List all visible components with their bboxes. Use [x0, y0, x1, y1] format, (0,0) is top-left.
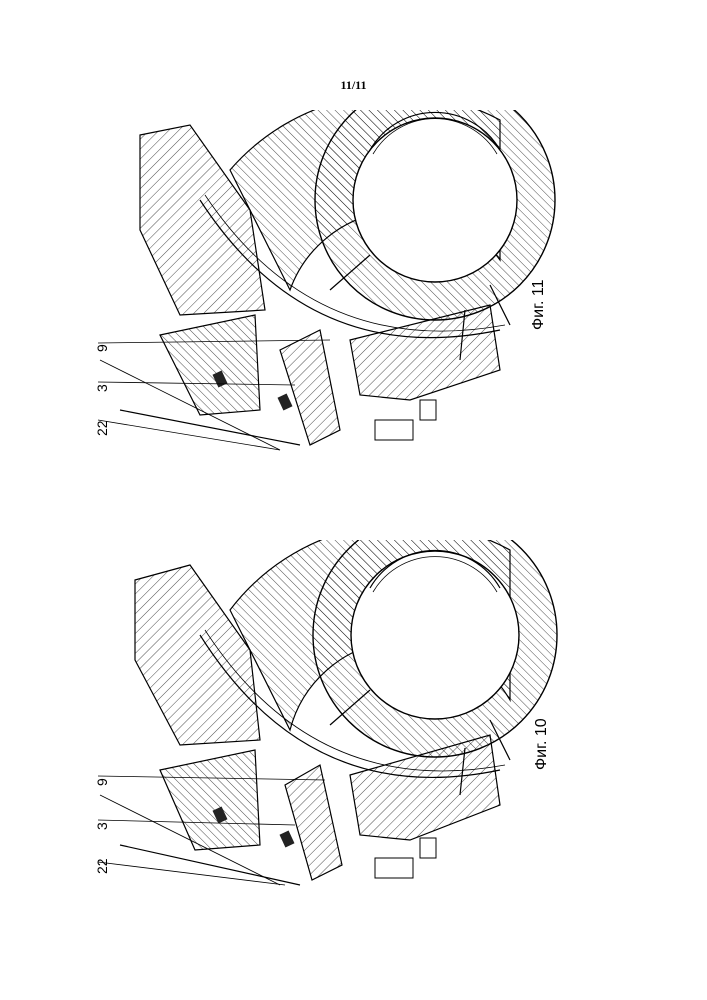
figure-10-label-3: 3 [94, 822, 110, 830]
figure-10-drawing: 9 3 22 [80, 540, 600, 890]
figure-11-label-9: 9 [94, 344, 110, 352]
figure-10-label-22: 22 [94, 858, 110, 874]
figure-10-label-9: 9 [94, 778, 110, 786]
page-number: 11/11 [0, 78, 707, 93]
figure-11-label-22: 22 [94, 420, 110, 436]
figure-11-svg [80, 110, 600, 455]
figure-10-svg [80, 540, 600, 890]
figure-10-caption: Фиг. 10 [533, 718, 551, 770]
figure-11-label-3: 3 [94, 384, 110, 392]
figure-11-caption: Фиг. 11 [530, 280, 548, 330]
figure-11-drawing: 9 3 22 [80, 110, 600, 455]
